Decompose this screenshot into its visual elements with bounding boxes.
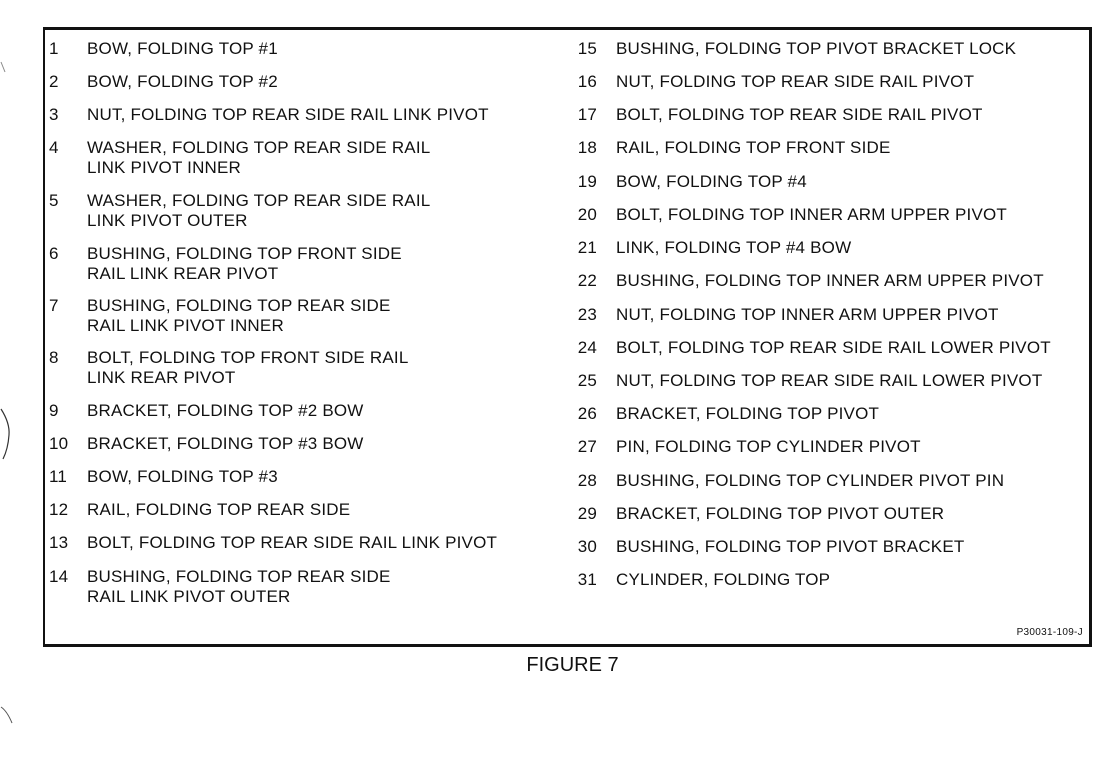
reference-code: P30031-109-J <box>1016 627 1083 638</box>
part-number: 11 <box>49 467 68 486</box>
part-number: 23 <box>577 305 597 324</box>
scan-edge-mark <box>0 706 13 724</box>
part-description: WASHER, FOLDING TOP REAR SIDE RAIL LINK … <box>87 191 431 230</box>
scan-edge-mark <box>0 61 6 73</box>
part-number: 7 <box>49 296 59 315</box>
part-number: 30 <box>577 537 597 556</box>
part-number: 2 <box>49 72 59 91</box>
part-number: 8 <box>49 348 59 367</box>
part-description: BOLT, FOLDING TOP REAR SIDE RAIL LOWER P… <box>616 338 1051 357</box>
part-number: 6 <box>49 244 59 263</box>
part-number: 20 <box>577 205 597 224</box>
part-description: CYLINDER, FOLDING TOP <box>616 570 831 589</box>
part-number: 26 <box>577 404 597 423</box>
part-number: 19 <box>577 172 597 191</box>
part-description: RAIL, FOLDING TOP REAR SIDE <box>87 500 351 519</box>
part-description: BOW, FOLDING TOP #4 <box>616 172 807 191</box>
part-description: BUSHING, FOLDING TOP INNER ARM UPPER PIV… <box>616 271 1044 290</box>
part-description: BUSHING, FOLDING TOP PIVOT BRACKET LOCK <box>616 39 1017 58</box>
part-description: BRACKET, FOLDING TOP #3 BOW <box>87 434 364 453</box>
part-number: 27 <box>577 437 597 456</box>
part-number: 31 <box>577 570 597 589</box>
part-description: BOLT, FOLDING TOP FRONT SIDE RAIL LINK R… <box>87 348 409 387</box>
part-description: LINK, FOLDING TOP #4 BOW <box>616 238 852 257</box>
part-number: 22 <box>577 271 597 290</box>
part-description: BOLT, FOLDING TOP REAR SIDE RAIL LINK PI… <box>87 533 498 552</box>
part-description: WASHER, FOLDING TOP REAR SIDE RAIL LINK … <box>87 138 431 177</box>
part-number: 21 <box>577 238 597 257</box>
part-number: 25 <box>577 371 597 390</box>
part-number: 4 <box>49 138 59 157</box>
part-description: BOW, FOLDING TOP #3 <box>87 467 278 486</box>
part-description: NUT, FOLDING TOP REAR SIDE RAIL LOWER PI… <box>616 371 1043 390</box>
part-number: 10 <box>49 434 69 453</box>
part-description: NUT, FOLDING TOP REAR SIDE RAIL LINK PIV… <box>87 105 489 124</box>
part-description: BOW, FOLDING TOP #2 <box>87 72 278 91</box>
part-number: 15 <box>577 39 597 58</box>
part-number: 17 <box>577 105 597 124</box>
figure-caption: FIGURE 7 <box>526 654 619 676</box>
part-description: BUSHING, FOLDING TOP FRONT SIDE RAIL LIN… <box>87 244 402 283</box>
part-number: 12 <box>49 500 69 519</box>
part-number: 29 <box>577 504 597 523</box>
part-number: 28 <box>577 471 597 490</box>
part-number: 5 <box>49 191 59 210</box>
part-number: 24 <box>577 338 597 357</box>
part-description: BUSHING, FOLDING TOP PIVOT BRACKET <box>616 537 965 556</box>
part-number: 9 <box>49 401 59 420</box>
parts-legend-box: 1 BOW, FOLDING TOP #1 2 BOW, FOLDING TOP… <box>43 27 1092 647</box>
part-description: RAIL, FOLDING TOP FRONT SIDE <box>616 138 891 157</box>
part-description: NUT, FOLDING TOP INNER ARM UPPER PIVOT <box>616 305 999 324</box>
part-description: NUT, FOLDING TOP REAR SIDE RAIL PIVOT <box>616 72 975 91</box>
part-description: BUSHING, FOLDING TOP REAR SIDE RAIL LINK… <box>87 567 391 606</box>
part-number: 18 <box>577 138 597 157</box>
part-description: BRACKET, FOLDING TOP PIVOT <box>616 404 880 423</box>
part-description: PIN, FOLDING TOP CYLINDER PIVOT <box>616 437 921 456</box>
part-description: BUSHING, FOLDING TOP CYLINDER PIVOT PIN <box>616 471 1005 490</box>
part-number: 14 <box>49 567 69 586</box>
part-description: BOW, FOLDING TOP #1 <box>87 39 278 58</box>
part-description: BOLT, FOLDING TOP INNER ARM UPPER PIVOT <box>616 205 1008 224</box>
part-description: BRACKET, FOLDING TOP PIVOT OUTER <box>616 504 945 523</box>
part-number: 3 <box>49 105 59 124</box>
part-number: 13 <box>49 533 69 552</box>
scan-edge-mark <box>0 408 10 460</box>
part-description: BUSHING, FOLDING TOP REAR SIDE RAIL LINK… <box>87 296 391 335</box>
part-description: BOLT, FOLDING TOP REAR SIDE RAIL PIVOT <box>616 105 983 124</box>
part-number: 1 <box>49 39 59 58</box>
part-number: 16 <box>577 72 597 91</box>
part-description: BRACKET, FOLDING TOP #2 BOW <box>87 401 364 420</box>
